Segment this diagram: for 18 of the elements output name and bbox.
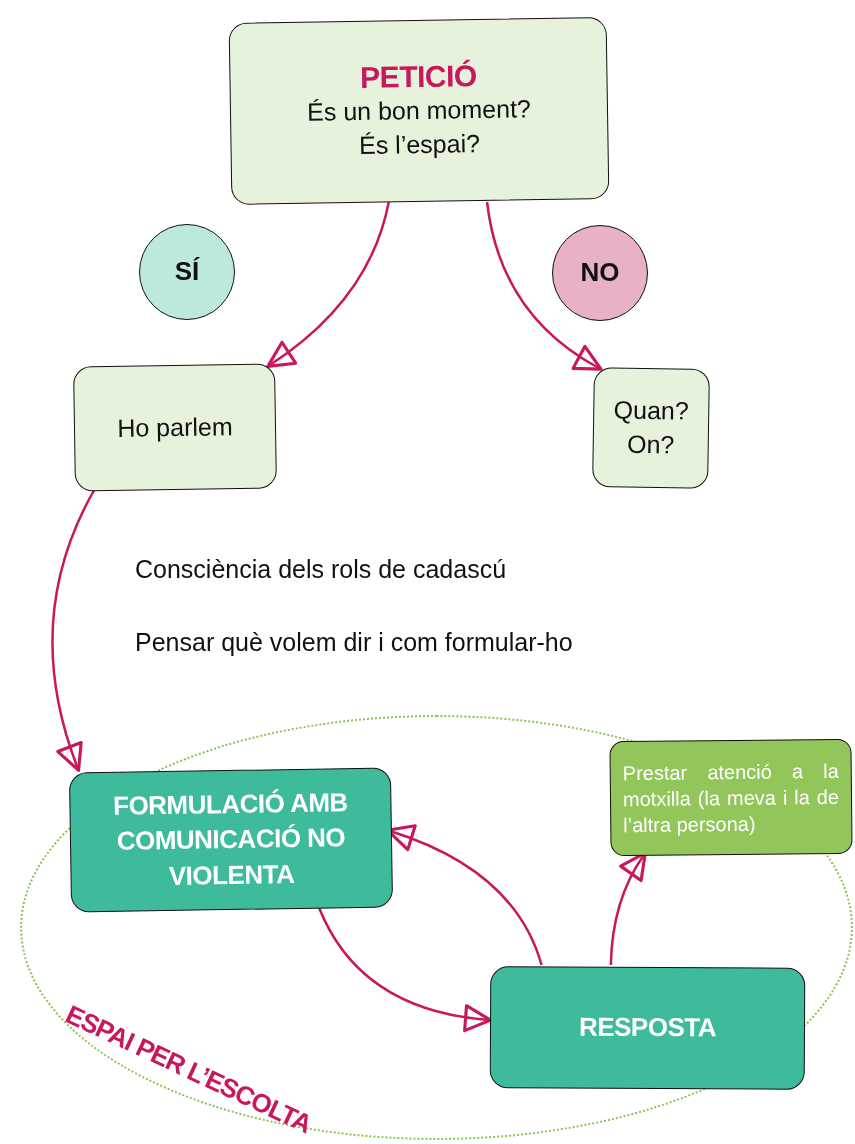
node-text: FORMULACIÓ AMB COMUNICACIÓ NO VIOLENTA (111, 786, 349, 893)
arrow (266, 201, 390, 368)
request-box (228, 17, 610, 205)
node-text: Ho parlem (116, 410, 234, 444)
arrow (485, 201, 603, 371)
note-text: Pensar què volem dir i com formular-ho (135, 628, 573, 657)
node-text: SÍ (173, 255, 201, 289)
node-text: NO (579, 256, 621, 290)
node-text: És un bon moment? És l’espai? (305, 93, 533, 161)
process-box (73, 363, 277, 492)
node-text: Prestar atenció a la motxilla (la meva i la de l’altra persona) (621, 758, 841, 838)
process-box (592, 367, 710, 489)
node-text: RESPOSTA (577, 1011, 718, 1045)
node-text: Quan? On? (612, 394, 691, 461)
process-box (489, 966, 806, 1090)
note-text: Consciència dels rols de cadascú (135, 555, 507, 584)
heading: PETICIÓ (359, 59, 477, 96)
process-box (68, 767, 394, 913)
